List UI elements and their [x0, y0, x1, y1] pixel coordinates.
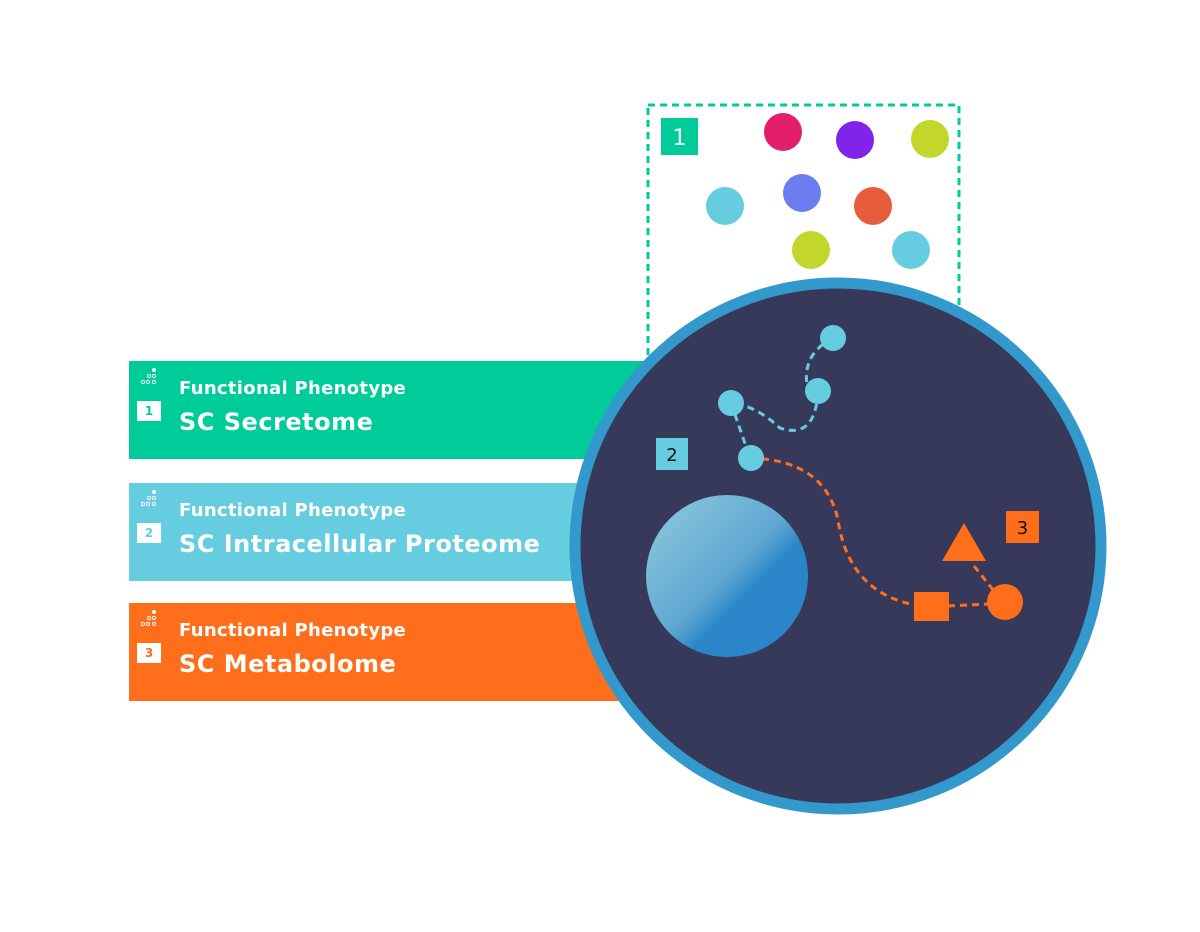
secreted-particle [792, 231, 830, 269]
band-title: SC Intracellular Proteome [179, 530, 541, 558]
secretome-label: 1 [673, 126, 687, 151]
band-subtitle: Functional Phenotype [179, 378, 407, 399]
secretome-label-box [661, 118, 698, 155]
phenotype-dots-icon [140, 610, 157, 627]
band-subtitle: Functional Phenotype [179, 620, 407, 641]
secreted-particle [836, 121, 874, 159]
band-number: 1 [137, 401, 161, 421]
secreted-particle [854, 187, 892, 225]
secretome-region-box [646, 103, 961, 407]
band-metabolome: 3 Functional Phenotype SC Metabolome [129, 603, 649, 701]
band-title: SC Secretome [179, 408, 374, 436]
secreted-particle [706, 187, 744, 225]
band-number: 2 [137, 523, 161, 543]
band-title: SC Metabolome [179, 650, 397, 678]
secreted-particle [892, 231, 930, 269]
phenotype-dots-icon [140, 368, 157, 385]
band-number: 3 [137, 643, 161, 663]
band-intracellular-proteome: 2 Functional Phenotype SC Intracellular … [129, 483, 649, 581]
band-secretome: 1 Functional Phenotype SC Secretome [129, 361, 649, 459]
secreted-particle [911, 120, 949, 158]
band-subtitle: Functional Phenotype [179, 500, 407, 521]
secreted-particle [783, 174, 821, 212]
secreted-particle [764, 113, 802, 151]
secreted-particles [706, 113, 949, 269]
phenotype-dots-icon [140, 490, 157, 507]
